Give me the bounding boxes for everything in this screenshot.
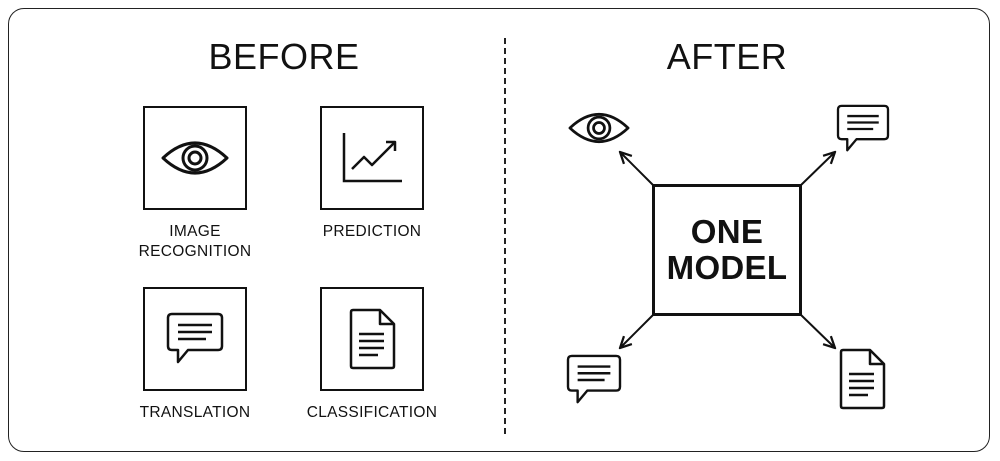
image-recognition-box	[143, 106, 247, 210]
classification-box	[320, 287, 424, 391]
prediction-label: PREDICTION	[322, 223, 422, 240]
eye-icon	[161, 141, 229, 175]
arrow-bottom-left	[621, 313, 655, 347]
translation-label: TRANSLATION	[139, 404, 251, 421]
prediction-box	[320, 106, 424, 210]
trend-chart-icon	[342, 133, 402, 183]
after-heading: AFTER	[666, 36, 788, 77]
document-icon	[839, 348, 886, 410]
arrow-bottom-right	[799, 313, 834, 347]
arrow-top-right	[799, 153, 834, 187]
before-after-divider	[504, 38, 506, 434]
classification-label: CLASSIFICATION	[306, 404, 438, 421]
speech-bubble-icon	[836, 104, 890, 152]
eye-icon	[568, 113, 630, 143]
one-model-label: ONE MODEL	[666, 213, 788, 286]
document-icon	[349, 308, 396, 370]
arrow-top-left	[621, 153, 655, 187]
one-model-box: ONE MODEL	[652, 184, 802, 316]
speech-bubble-icon	[166, 312, 224, 364]
before-heading: BEFORE	[208, 36, 360, 77]
translation-box	[143, 287, 247, 391]
image-recognition-label: IMAGE RECOGNITION	[138, 223, 252, 260]
speech-bubble-icon	[566, 354, 622, 404]
